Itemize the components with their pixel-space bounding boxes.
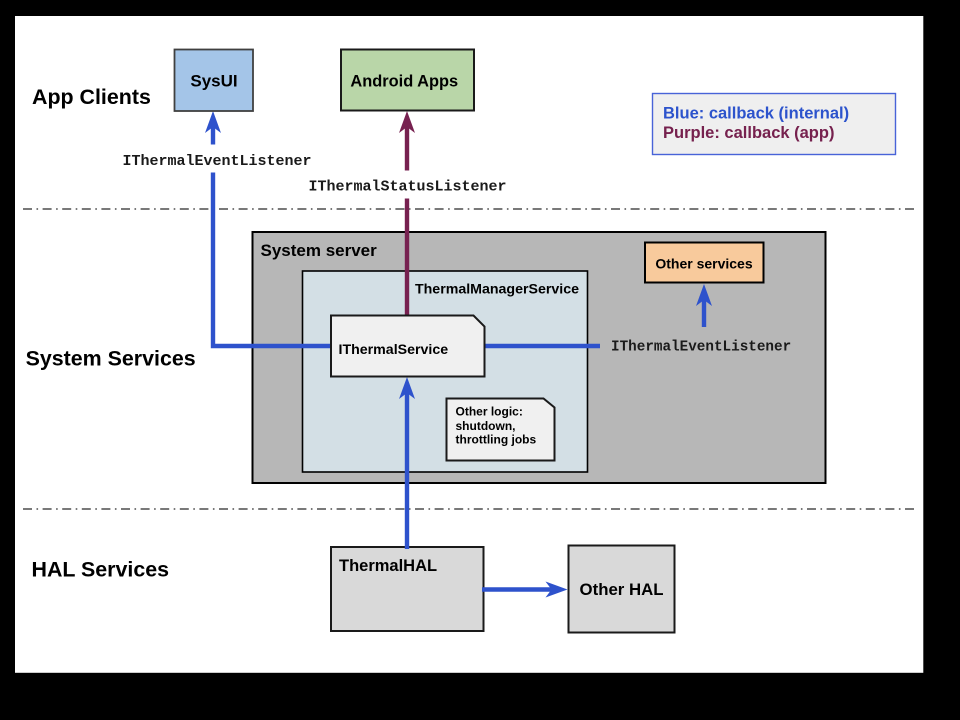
- svg-text:IThermalStatusListener: IThermalStatusListener: [309, 179, 507, 196]
- svg-text:App Clients: App Clients: [32, 85, 151, 109]
- svg-text:throttling jobs: throttling jobs: [456, 433, 537, 447]
- svg-text:System server: System server: [261, 241, 378, 260]
- svg-text:ThermalManagerService: ThermalManagerService: [415, 282, 579, 298]
- svg-text:shutdown,: shutdown,: [456, 419, 516, 433]
- svg-text:SysUI: SysUI: [190, 71, 237, 90]
- svg-text:Android Apps: Android Apps: [350, 73, 458, 91]
- svg-text:Blue: callback (internal): Blue: callback (internal): [663, 105, 849, 123]
- svg-text:ThermalHAL: ThermalHAL: [339, 557, 437, 575]
- svg-text:System Services: System Services: [26, 347, 196, 371]
- svg-text:Other logic:: Other logic:: [456, 405, 523, 419]
- svg-text:Purple: callback (app): Purple: callback (app): [663, 124, 834, 142]
- svg-text:Other services: Other services: [655, 256, 752, 272]
- svg-text:IThermalService: IThermalService: [339, 342, 449, 358]
- svg-text:HAL Services: HAL Services: [32, 558, 170, 582]
- svg-text:IThermalEventListener: IThermalEventListener: [123, 153, 312, 170]
- svg-text:Other HAL: Other HAL: [580, 580, 664, 599]
- svg-text:IThermalEventListener: IThermalEventListener: [611, 339, 791, 355]
